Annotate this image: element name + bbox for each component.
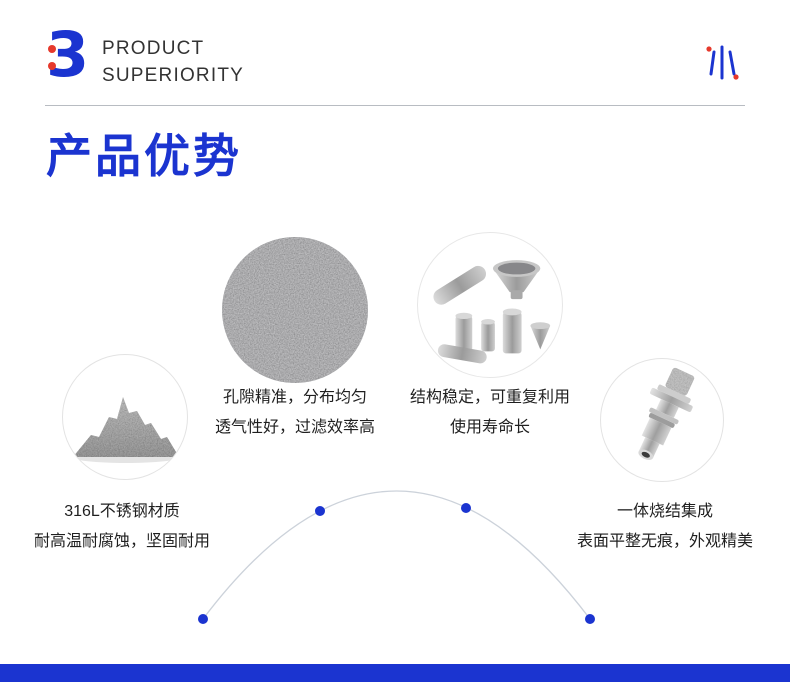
feature-pores: 孔隙精准，分布均匀 透气性好，过滤效率高 [178,383,412,443]
powder-pile-image [62,354,188,480]
footer-bar [0,664,790,682]
section-number: 3 [46,18,90,91]
filter-cup [492,260,541,300]
section-title-line1: PRODUCT [102,38,205,59]
feature-line: 孔隙精准，分布均匀 [222,389,367,406]
arc-dot [461,503,471,513]
logo-red-dot [48,45,56,53]
porous-texture-image [222,237,368,383]
arc-dot [315,506,325,516]
arc-curve [202,490,591,620]
feature-sintered: 一体烧结集成 表面平整无痕，外观精美 [548,497,782,557]
feature-line: 表面平整无痕，外观精美 [576,533,753,550]
section-number-logo: 3 [46,24,100,88]
feature-line: 316L不锈钢材质 [64,503,180,520]
header-divider [45,105,745,106]
section-title-line2: SUPERIORITY [102,65,244,86]
arc-dot [198,614,208,624]
logo-red-dot [48,62,56,70]
page-title: 产品优势 [46,130,242,182]
brand-icon [700,36,746,88]
sintered-component-image [600,358,724,482]
feature-line: 使用寿命长 [449,419,530,436]
feature-structure: 结构稳定，可重复利用 使用寿命长 [373,383,607,443]
filter-parts-image [417,232,563,378]
feature-line: 耐高温耐腐蚀，坚固耐用 [33,533,210,550]
feature-line: 一体烧结集成 [616,503,713,520]
section-title: PRODUCT SUPERIORITY [102,35,244,89]
arc-dot [585,614,595,624]
feature-line: 结构稳定，可重复利用 [409,389,570,406]
feature-material: 316L不锈钢材质 耐高温耐腐蚀，坚固耐用 [8,497,236,557]
feature-line: 透气性好，过滤效率高 [214,419,375,436]
